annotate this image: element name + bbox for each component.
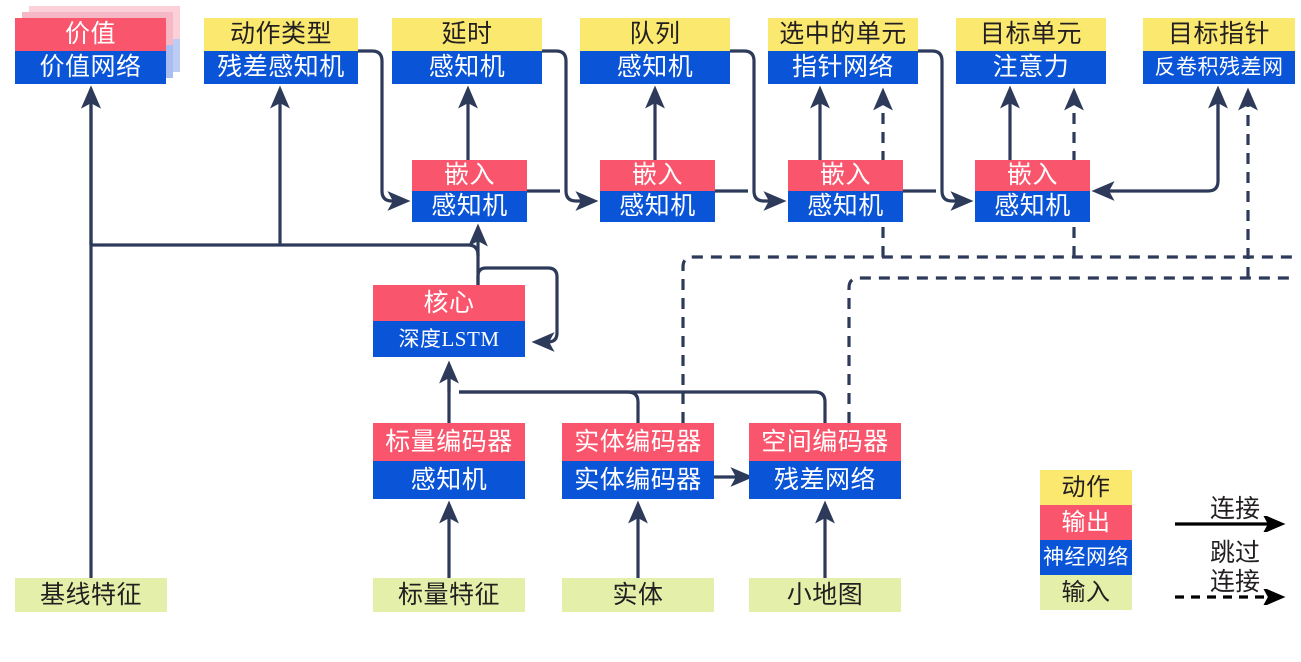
edge-spatial-encoder-to-core — [459, 390, 827, 423]
input-entities-label: 实体 — [562, 578, 714, 612]
edge-core-output-left-bus — [101, 243, 480, 285]
node-embed-3[interactable]: 嵌入感知机 — [788, 160, 903, 222]
node-entity-encoder-bottom-label: 实体编码器 — [562, 461, 714, 499]
node-embed-2[interactable]: 嵌入感知机 — [600, 160, 715, 222]
node-embed-2-top-label: 嵌入 — [600, 160, 715, 191]
node-action-type-top-label: 动作类型 — [204, 18, 358, 51]
node-scalar-encoder[interactable]: 标量编码器感知机 — [373, 423, 525, 499]
node-target-unit-top-label: 目标单元 — [956, 18, 1106, 51]
input-baseline-features-label: 基线特征 — [15, 578, 167, 612]
node-embed-4-bottom-label: 感知机 — [975, 191, 1090, 222]
node-queued-top-label: 队列 — [580, 18, 730, 51]
node-embed-4-top-label: 嵌入 — [975, 160, 1090, 191]
edge-target-point-to-embed-4 — [1091, 92, 1220, 201]
node-target-unit[interactable]: 目标单元注意力 — [956, 18, 1106, 84]
node-spatial-encoder[interactable]: 空间编码器残差网络 — [749, 423, 901, 499]
skip-entity-encoder-bus — [681, 255, 1293, 423]
node-embed-3-top-label: 嵌入 — [788, 160, 903, 191]
node-core-bottom-label: 深度LSTM — [373, 321, 525, 357]
node-embed-2-bottom-label: 感知机 — [600, 191, 715, 222]
input-entities[interactable]: 实体 — [562, 578, 714, 612]
node-entity-encoder[interactable]: 实体编码器实体编码器 — [562, 423, 714, 499]
node-embed-1-bottom-label: 感知机 — [412, 191, 527, 222]
node-target-point-top-label: 目标指针 — [1143, 18, 1295, 51]
node-action-type[interactable]: 动作类型残差感知机 — [204, 18, 358, 84]
node-queued-bottom-label: 感知机 — [580, 51, 730, 84]
node-selected-units-top-label: 选中的单元 — [768, 18, 918, 51]
node-scalar-encoder-top-label: 标量编码器 — [373, 423, 525, 461]
node-core-top-label: 核心 — [373, 285, 525, 321]
node-target-unit-bottom-label: 注意力 — [956, 51, 1106, 84]
node-embed-3-bottom-label: 感知机 — [788, 191, 903, 222]
input-scalar-features[interactable]: 标量特征 — [373, 578, 525, 612]
node-selected-units[interactable]: 选中的单元指针网络 — [768, 18, 918, 84]
edge-entity-encoder-to-core — [459, 390, 640, 423]
node-scalar-encoder-bottom-label: 感知机 — [373, 461, 525, 499]
node-embed-4[interactable]: 嵌入感知机 — [975, 160, 1090, 222]
legend-input: 输入 — [1040, 575, 1132, 610]
node-value[interactable]: 价值价值网络 — [15, 6, 180, 84]
node-value-top-label: 价值 — [15, 18, 166, 51]
node-queued[interactable]: 队列感知机 — [580, 18, 730, 84]
input-minimap-label: 小地图 — [749, 578, 901, 612]
node-entity-encoder-top-label: 实体编码器 — [562, 423, 714, 461]
legend-output: 输出 — [1040, 505, 1132, 540]
input-scalar-features-label: 标量特征 — [373, 578, 525, 612]
node-value-bottom-label: 价值网络 — [15, 51, 166, 84]
legend-color-key: 动作输出神经网络输入 — [1040, 470, 1132, 610]
node-spatial-encoder-top-label: 空间编码器 — [749, 423, 901, 461]
node-core[interactable]: 核心深度LSTM — [373, 285, 525, 357]
legend-skip-label-line2: 连接 — [1209, 569, 1260, 596]
legend-skip-connection-arrow — [1175, 589, 1286, 605]
node-embed-1-top-label: 嵌入 — [412, 160, 527, 191]
input-minimap[interactable]: 小地图 — [749, 578, 901, 612]
legend-network: 神经网络 — [1040, 540, 1132, 575]
legend-connection-arrow — [1175, 516, 1286, 532]
node-delay-bottom-label: 感知机 — [392, 51, 542, 84]
node-embed-1[interactable]: 嵌入感知机 — [412, 160, 527, 222]
legend-skip-label-line1: 跳过 — [1209, 540, 1260, 567]
legend-connection-label: 连接 — [1209, 496, 1260, 523]
legend-action: 动作 — [1040, 470, 1132, 505]
node-delay-top-label: 延时 — [392, 18, 542, 51]
node-selected-units-bottom-label: 指针网络 — [768, 51, 918, 84]
node-target-point[interactable]: 目标指针反卷积残差网 — [1143, 18, 1295, 84]
skip-spatial-encoder-bus — [847, 276, 1293, 423]
node-action-type-bottom-label: 残差感知机 — [204, 51, 358, 84]
node-spatial-encoder-bottom-label: 残差网络 — [749, 461, 901, 499]
input-baseline-features[interactable]: 基线特征 — [15, 578, 167, 612]
node-target-point-bottom-label: 反卷积残差网 — [1143, 51, 1295, 84]
node-delay[interactable]: 延时感知机 — [392, 18, 542, 84]
